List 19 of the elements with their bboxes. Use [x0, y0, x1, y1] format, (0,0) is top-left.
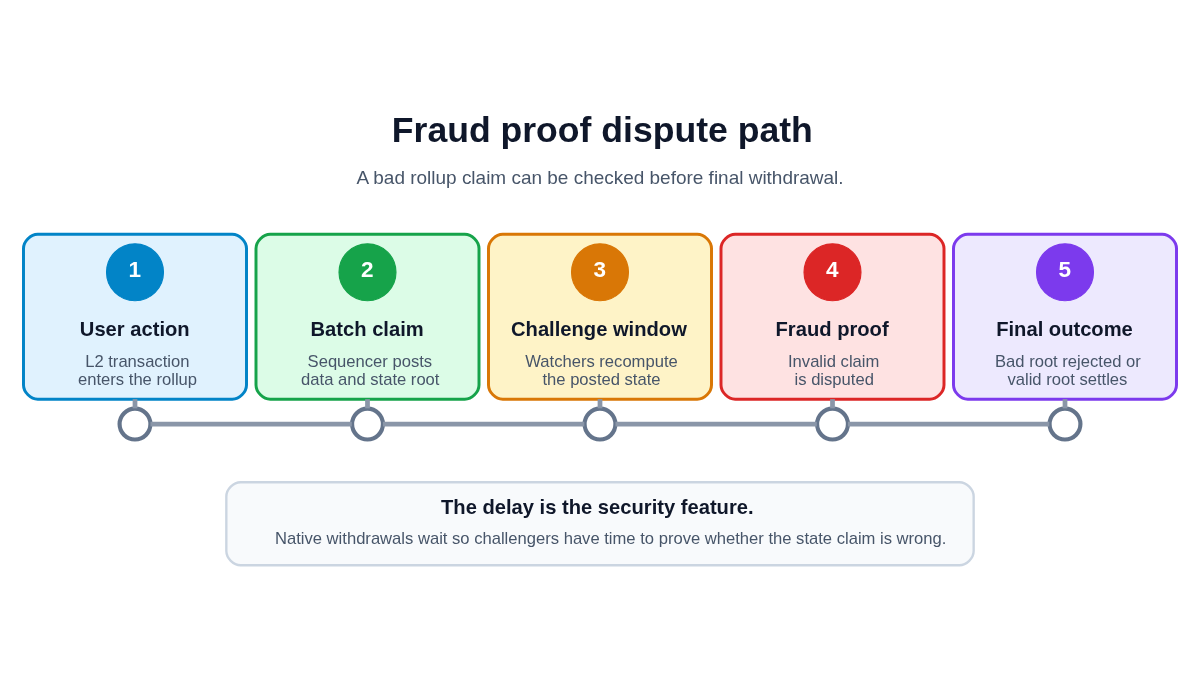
diagram-title: Fraud proof dispute path: [391, 109, 813, 150]
node-circle: [350, 406, 385, 442]
connector: [615, 421, 817, 427]
node-circle: 3: [570, 243, 630, 302]
node-circle: [1047, 406, 1083, 442]
node-circle: 5: [1035, 243, 1095, 302]
connector: [847, 421, 1050, 427]
node-box: The delay is the security feature. Native withdrawals wait so challengers have time to prove whether the state claim is wrong.: [225, 481, 975, 567]
node-circle: 2: [338, 243, 397, 302]
node-circle: [582, 406, 618, 442]
connector: [382, 421, 585, 427]
node-circle: [117, 406, 153, 442]
node-circle: 4: [803, 243, 862, 302]
node-circle: 1: [105, 243, 165, 302]
node-circle: [815, 406, 850, 442]
label: A bad rollup claim can be checked before final withdrawal.: [356, 167, 844, 189]
connector: [150, 421, 352, 427]
connector: [830, 399, 835, 409]
connector: [365, 399, 370, 409]
